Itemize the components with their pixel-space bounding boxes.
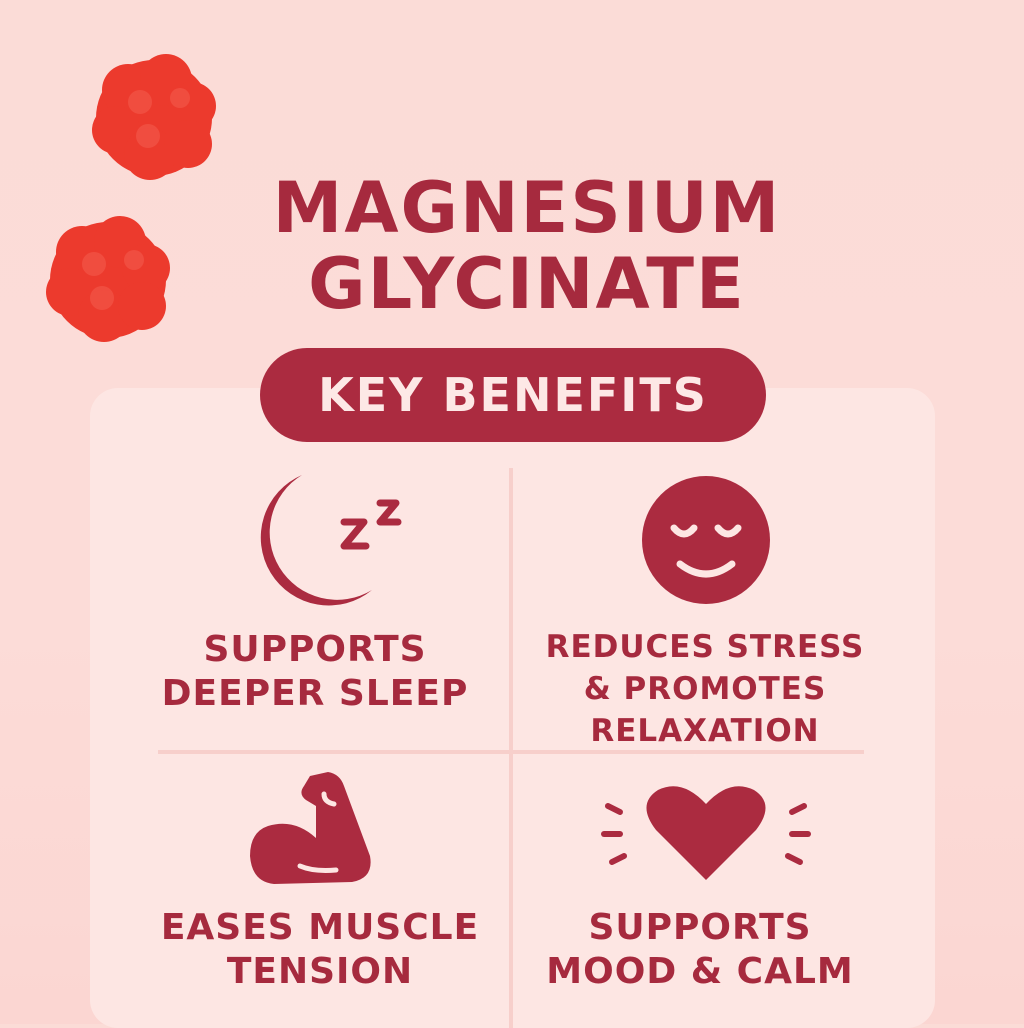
gummy-image-top xyxy=(92,54,216,180)
flexed-bicep-icon xyxy=(250,772,371,884)
key-benefits-badge: KEY BENEFITS xyxy=(260,348,766,442)
heart-icon xyxy=(601,786,811,880)
title-line-2: GLYCINATE xyxy=(308,243,746,325)
relaxed-face-icon xyxy=(642,476,770,604)
title-line-1: MAGNESIUM xyxy=(272,167,782,249)
badge-label: KEY BENEFITS xyxy=(318,368,708,422)
page-title: MAGNESIUM GLYCINATE xyxy=(0,170,1024,322)
moon-sleep-icon xyxy=(260,475,402,606)
grid-divider-vertical xyxy=(509,468,513,1028)
gummy-image-bottom xyxy=(46,216,170,342)
grid-divider-horizontal xyxy=(158,750,864,754)
